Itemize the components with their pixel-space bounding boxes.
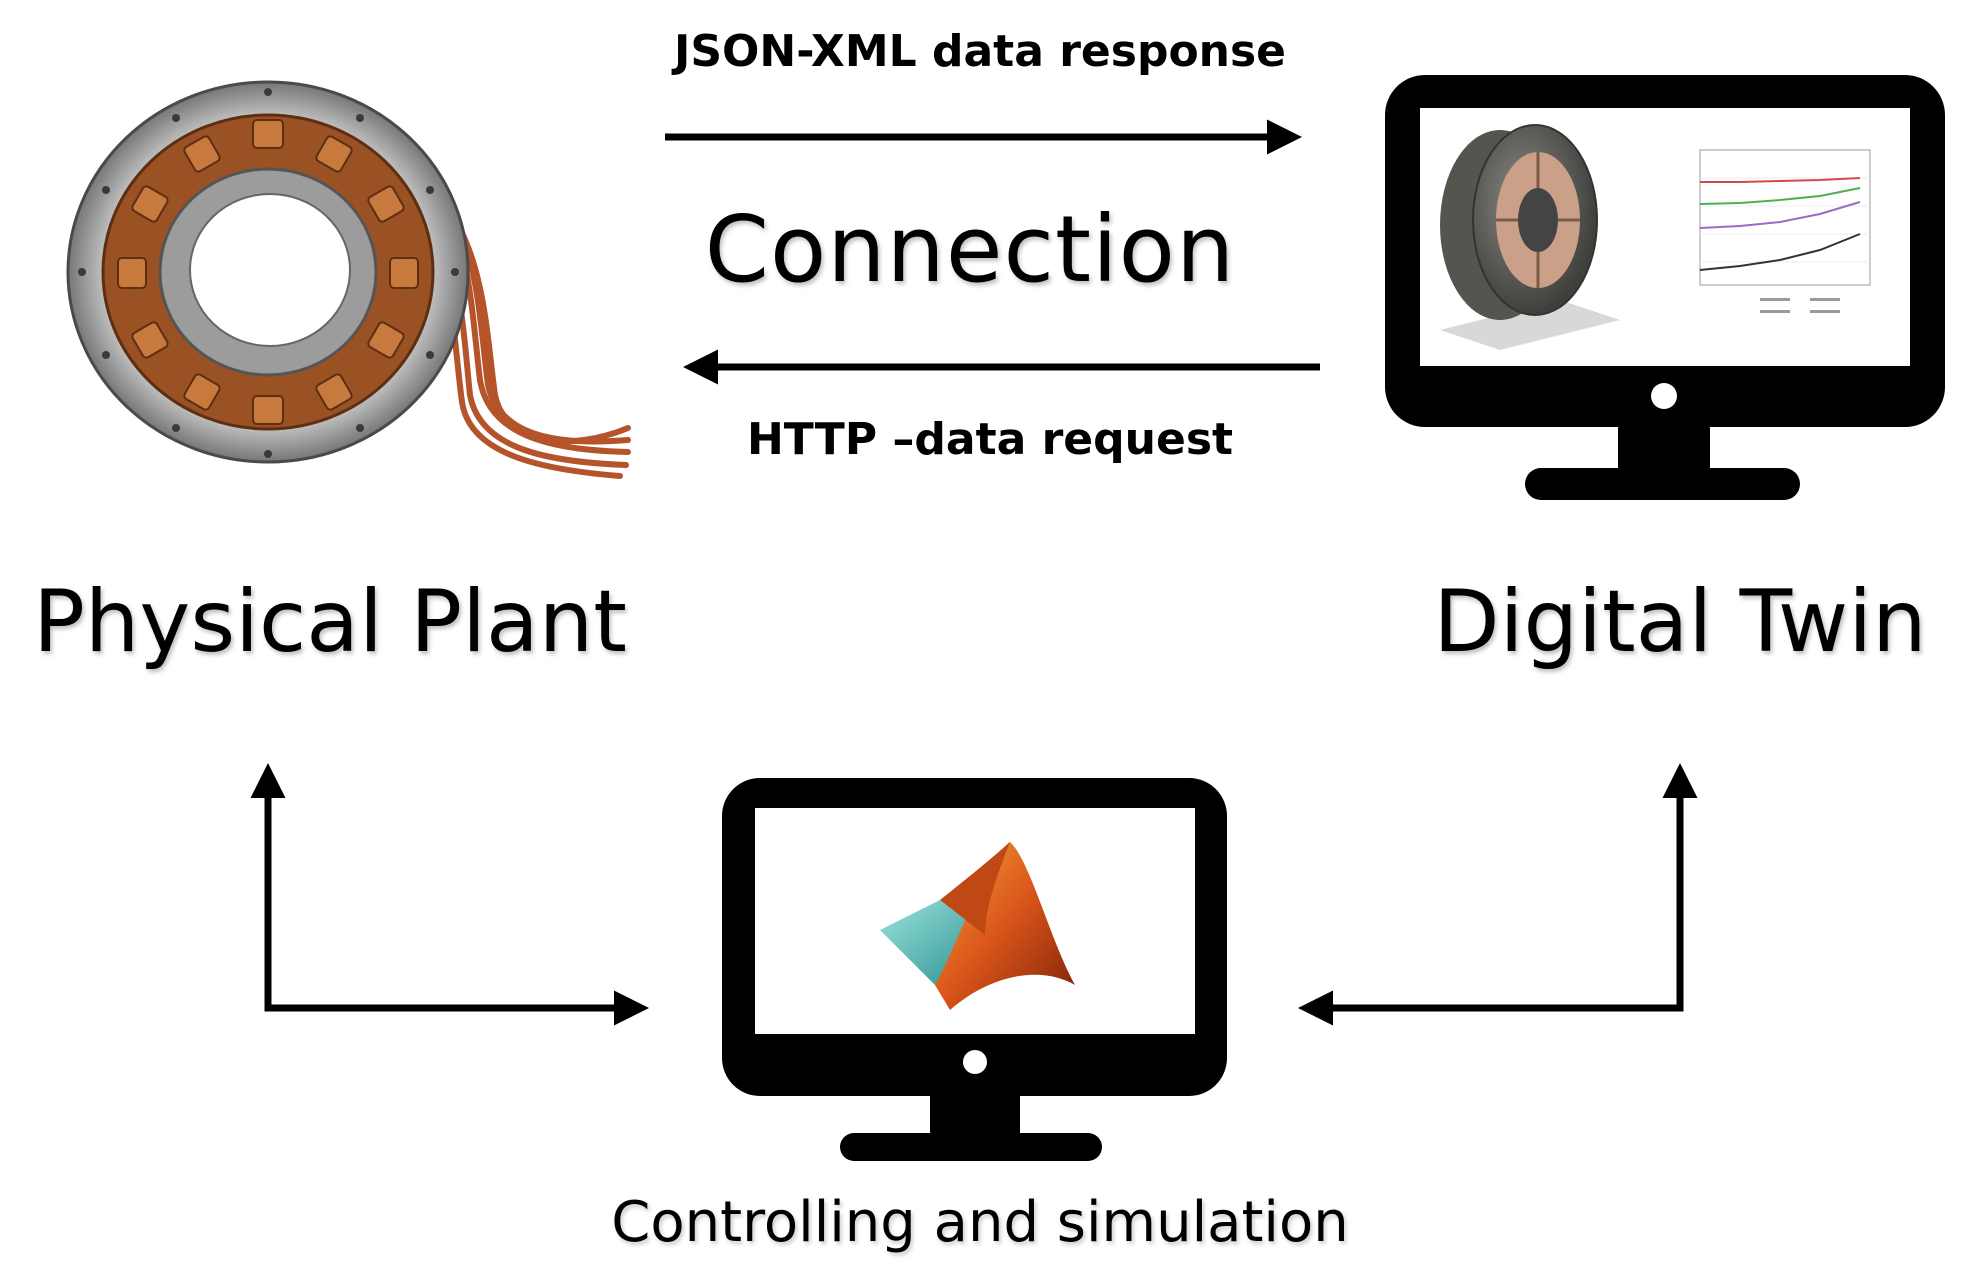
physical-plant-label: Physical Plant — [33, 572, 627, 672]
response-label: JSON-XML data response — [673, 26, 1287, 77]
twin-link-arrow — [1298, 763, 1698, 1026]
connection-label: Connection — [704, 196, 1236, 303]
request-label: HTTP –data request — [746, 414, 1234, 465]
twin-mini-plot — [1699, 149, 1871, 313]
matlab-logo — [880, 842, 1075, 1010]
motor-stator-icon — [66, 80, 631, 479]
digital-twin-label: Digital Twin — [1433, 572, 1927, 672]
matlab-monitor-icon — [722, 778, 1227, 1161]
plant-link-arrow — [250, 763, 649, 1026]
twin-motor-render — [1440, 124, 1620, 350]
controlling-label: Controlling and simulation — [611, 1190, 1349, 1255]
digital-twin-monitor-icon — [1385, 75, 1945, 500]
